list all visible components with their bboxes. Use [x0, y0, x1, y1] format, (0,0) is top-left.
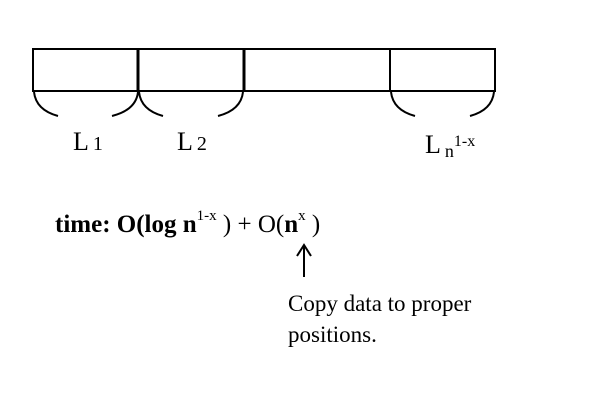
- array-outline: [32, 48, 496, 92]
- brace-1-right: [111, 91, 139, 117]
- brace-2-left: [138, 91, 164, 117]
- brace-2-right: [217, 91, 244, 117]
- brace-1-left: [33, 91, 59, 117]
- braces: [33, 91, 495, 117]
- time-formula: time: O(log n1-x ) + O(nx ): [55, 208, 320, 238]
- up-arrow-icon: [296, 243, 312, 277]
- note-line-1: Copy data to proper: [288, 291, 472, 316]
- brace-3-right: [469, 91, 495, 117]
- brace-3-left: [390, 91, 416, 117]
- note-line-2: positions.: [288, 322, 377, 347]
- array-boxes: [32, 48, 496, 92]
